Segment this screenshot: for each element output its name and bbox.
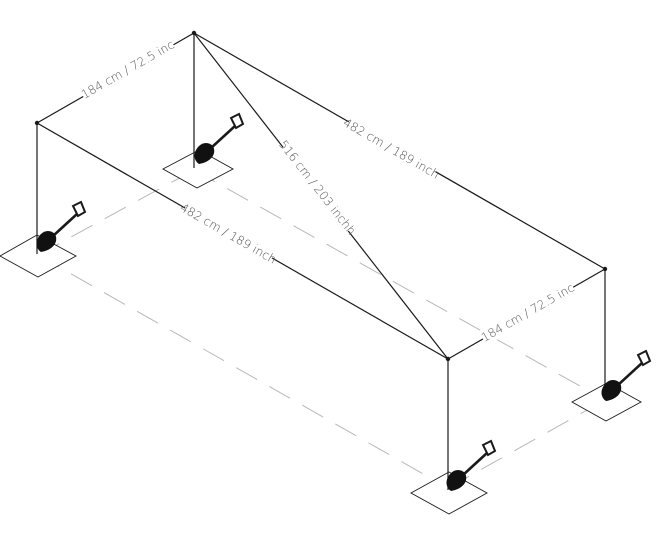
label-short-top: 184 cm / 72.5 inc — [79, 37, 177, 101]
pad-back-left — [162, 149, 234, 189]
shovel-icon — [35, 200, 87, 254]
label-short-right: 184 cm / 72.5 inc — [479, 280, 577, 344]
pad-front-left — [0, 234, 77, 278]
label-long-top: 482 cm / 189 inch — [341, 115, 442, 181]
shovel-icon — [193, 112, 245, 166]
frame-nodes — [34, 30, 608, 362]
label-long-front: 482 cm / 189 inch — [178, 200, 279, 266]
pad-front-right — [410, 471, 488, 515]
ground-pads — [0, 149, 642, 515]
label-diagonal: 516 cm / 203 inchh — [276, 138, 359, 238]
frame — [36, 32, 606, 490]
ground-outline — [37, 169, 606, 489]
pad-back-right — [571, 382, 642, 422]
dimension-labels: 184 cm / 72.5 inc 482 cm / 189 inch 482 … — [79, 37, 578, 346]
